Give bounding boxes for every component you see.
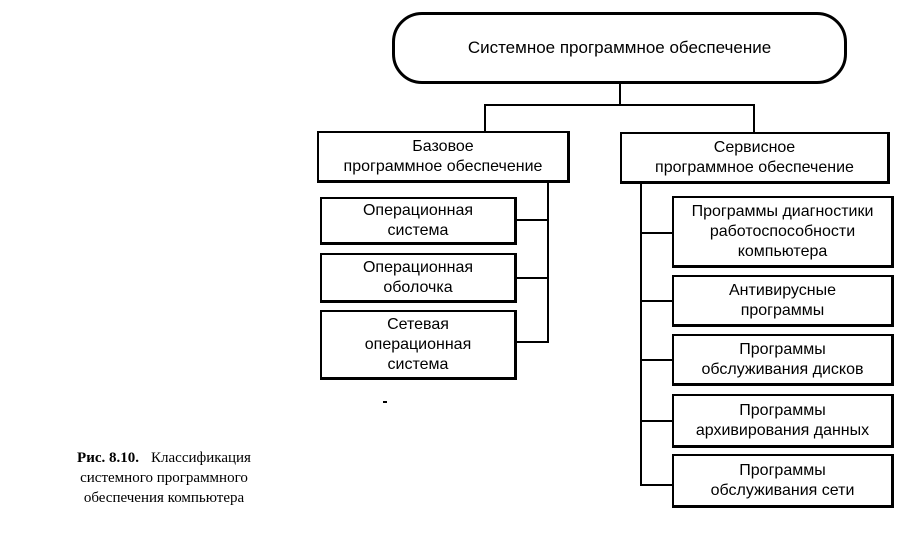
service-item-archiving: Программы архивирования данных (672, 394, 894, 448)
service-item-network-maintenance: Программы обслуживания сети (672, 454, 894, 508)
connector-to-service (753, 104, 755, 132)
service-item-diagnostics: Программы диагностики работоспособности … (672, 196, 894, 268)
caption-title-rest: системного программного обеспечения комп… (80, 470, 248, 506)
service-item-network-maintenance-label: Программы обслуживания сети (710, 461, 855, 499)
base-item-shell: Операционная оболочка (320, 253, 517, 303)
service-bus-vertical (640, 183, 642, 486)
caption-title-first: Классификация (151, 450, 251, 466)
base-item-os: Операционная система (320, 197, 517, 245)
base-bus-vertical (547, 181, 549, 343)
service-item-disk-maintenance: Программы обслуживания дисков (672, 334, 894, 386)
base-software-node: Базовое программное обеспечение (317, 131, 570, 183)
base-item-network-os: Сетевая операционная система (320, 310, 517, 380)
connector-root-down (619, 84, 621, 106)
root-node: Системное программное обеспечение (392, 12, 847, 84)
service-software-node: Сервисное программное обеспечение (620, 132, 890, 184)
service-item-disk-maintenance-label: Программы обслуживания дисков (701, 340, 864, 378)
service-item-antivirus-label: Антивирусные программы (729, 281, 836, 319)
connector-to-base (484, 104, 486, 132)
service-bus-branch-4 (640, 420, 672, 422)
service-item-archiving-label: Программы архивирования данных (695, 401, 870, 439)
service-bus-branch-2 (640, 300, 672, 302)
base-item-os-label: Операционная система (362, 201, 474, 239)
service-bus-branch-3 (640, 359, 672, 361)
base-bus-branch-2 (517, 277, 549, 279)
base-software-label: Базовое программное обеспечение (343, 137, 543, 175)
base-bus-branch-3 (517, 341, 549, 343)
caption-first-line: Рис. 8.10. Классификация (44, 448, 284, 468)
base-item-shell-label: Операционная оболочка (362, 258, 474, 296)
root-node-label: Системное программное обеспечение (467, 38, 772, 57)
base-item-network-os-label: Сетевая операционная система (364, 315, 472, 373)
connector-horizontal-top (484, 104, 755, 106)
caption-number: Рис. 8.10. (77, 450, 140, 466)
stray-mark (383, 401, 387, 403)
service-software-label: Сервисное программное обеспечение (655, 138, 854, 176)
service-item-diagnostics-label: Программы диагностики работоспособности … (691, 202, 874, 260)
service-bus-branch-1 (640, 232, 672, 234)
figure-caption: Рис. 8.10. Классификация системного прогр… (44, 448, 284, 508)
base-bus-branch-1 (517, 219, 549, 221)
service-item-antivirus: Антивирусные программы (672, 275, 894, 327)
service-bus-branch-5 (640, 484, 672, 486)
